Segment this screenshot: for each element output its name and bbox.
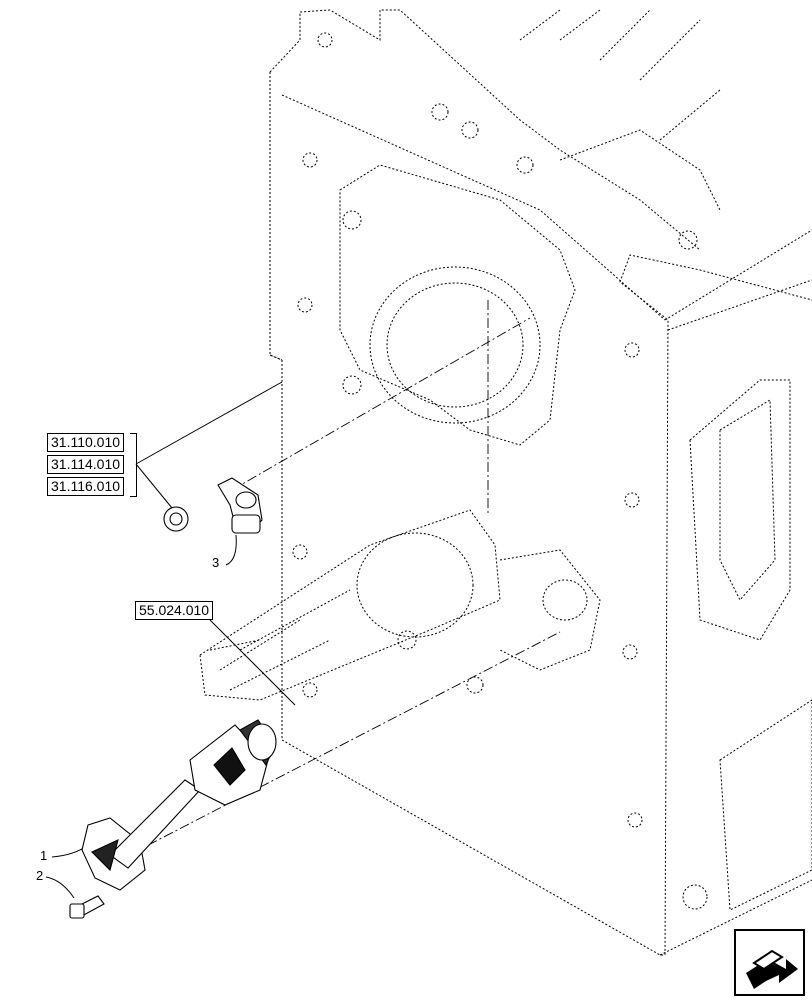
pto-shaft [199,509,501,701]
leader-pto [209,619,296,706]
callout-2: 2 [36,868,44,883]
side-window [689,379,791,641]
ref-box-31110010[interactable]: 31.110.010 [47,433,125,452]
leader-3 [225,534,237,566]
part-3-clamp [163,477,263,534]
ref-box-55024010[interactable]: 55.024.010 [135,601,214,620]
callout-3: 3 [212,555,220,570]
ref-bracket [130,433,137,497]
part-2-bolt [69,895,105,919]
centerline-lower [99,631,561,871]
cover-disc [369,266,541,424]
housing-outline [269,72,812,956]
leader-2 [45,876,75,899]
part-1-sensor [81,719,277,891]
callout-1: 1 [40,848,48,863]
leader-group [135,381,283,465]
next-page-arrow-icon[interactable] [734,929,805,996]
ref-box-31114010[interactable]: 31.114.010 [47,455,125,474]
ref-box-31116010[interactable]: 31.116.010 [47,477,125,496]
centerline-upper [231,317,531,491]
housing-top-edge [269,9,701,251]
cover-plate [339,164,576,446]
